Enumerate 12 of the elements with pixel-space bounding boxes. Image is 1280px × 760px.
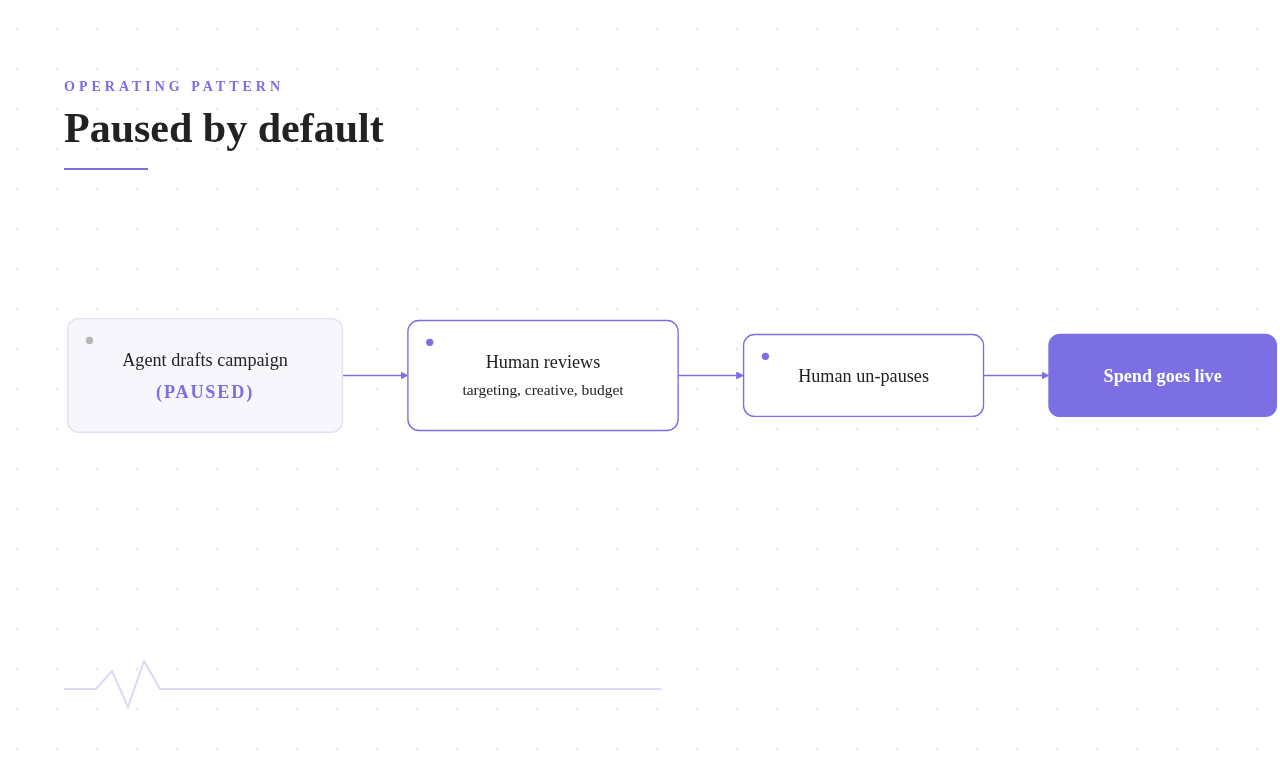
kicker-label: OPERATING PATTERN [64,78,285,96]
step-title: Agent drafts campaign [122,348,288,372]
result-box [1048,333,1277,417]
step-box [742,333,985,417]
draft-box [66,317,344,433]
title: Paused by default [64,104,384,153]
step-detail: targeting, creative, budget [462,379,624,401]
step-title: Human un-pauses [798,364,929,388]
step-title: Human reviews [485,349,601,373]
step-box [407,319,679,431]
result-title: Spend goes live [1103,364,1222,388]
status-tag: (PAUSED) [156,378,255,404]
